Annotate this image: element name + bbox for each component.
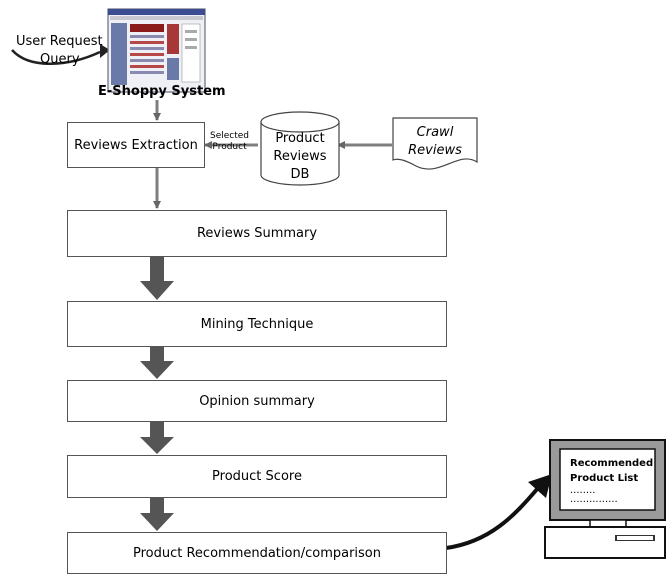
product-label: Product (212, 142, 247, 152)
query-label: Query (40, 52, 80, 67)
monitor-icon (544, 439, 666, 559)
recommendation-to-monitor-arrowhead (528, 474, 552, 498)
selected-label: Selected (210, 131, 250, 141)
monitor-screen-text: Recommended Product List ........ ......… (570, 456, 654, 505)
crawl-reviews-document (392, 117, 478, 170)
product-reviews-db (260, 111, 340, 186)
system-screenshot (107, 8, 206, 93)
db-label: Product Reviews DB (261, 130, 339, 184)
reviews-summary-label: Reviews Summary (196, 226, 318, 241)
product-recommendation-box: Product Recommendation/comparison (67, 532, 447, 574)
product-score-box: Product Score (67, 455, 447, 498)
user-request-arrowhead (100, 44, 110, 58)
product-list-label: Product List (570, 473, 639, 484)
mining-technique-box: Mining Technique (67, 301, 447, 347)
system-title: E-Shoppy System (98, 84, 226, 99)
summary-to-mining-arrow (140, 257, 174, 300)
reviews-extraction-label: Reviews Extraction (74, 137, 198, 153)
product-recommendation-label: Product Recommendation/comparison (132, 545, 381, 561)
product-score-label: Product Score (212, 469, 302, 484)
mining-to-opinion-arrow (140, 346, 174, 379)
crawl-line: Crawl (416, 125, 454, 140)
dots-line-2: ............... (570, 494, 618, 505)
reviews-summary-box: Reviews Summary (67, 210, 447, 257)
user-request-arrow (11, 49, 101, 65)
dots-line-1: ........ (570, 485, 596, 496)
opinion-summary-box: Opinion summary (67, 380, 447, 422)
db-line-reviews: Reviews (273, 149, 327, 164)
selected-product-label: Selected Product (210, 131, 249, 153)
opinion-to-score-arrow (140, 421, 174, 454)
recommended-label: Recommended (570, 458, 654, 469)
db-line-product: Product (275, 131, 325, 146)
reviews-extraction-box: Reviews Extraction (67, 122, 205, 168)
user-request-label: User Request (16, 34, 103, 49)
opinion-summary-label: Opinion summary (199, 393, 315, 409)
crawl-reviews-label: Crawl Reviews (393, 124, 477, 160)
recommendation-to-monitor-arrow (445, 486, 540, 550)
score-to-recommendation-arrow (140, 497, 174, 531)
mining-technique-label: Mining Technique (200, 316, 314, 332)
db-line-db: DB (290, 167, 310, 182)
reviews-line: Reviews (408, 143, 462, 158)
